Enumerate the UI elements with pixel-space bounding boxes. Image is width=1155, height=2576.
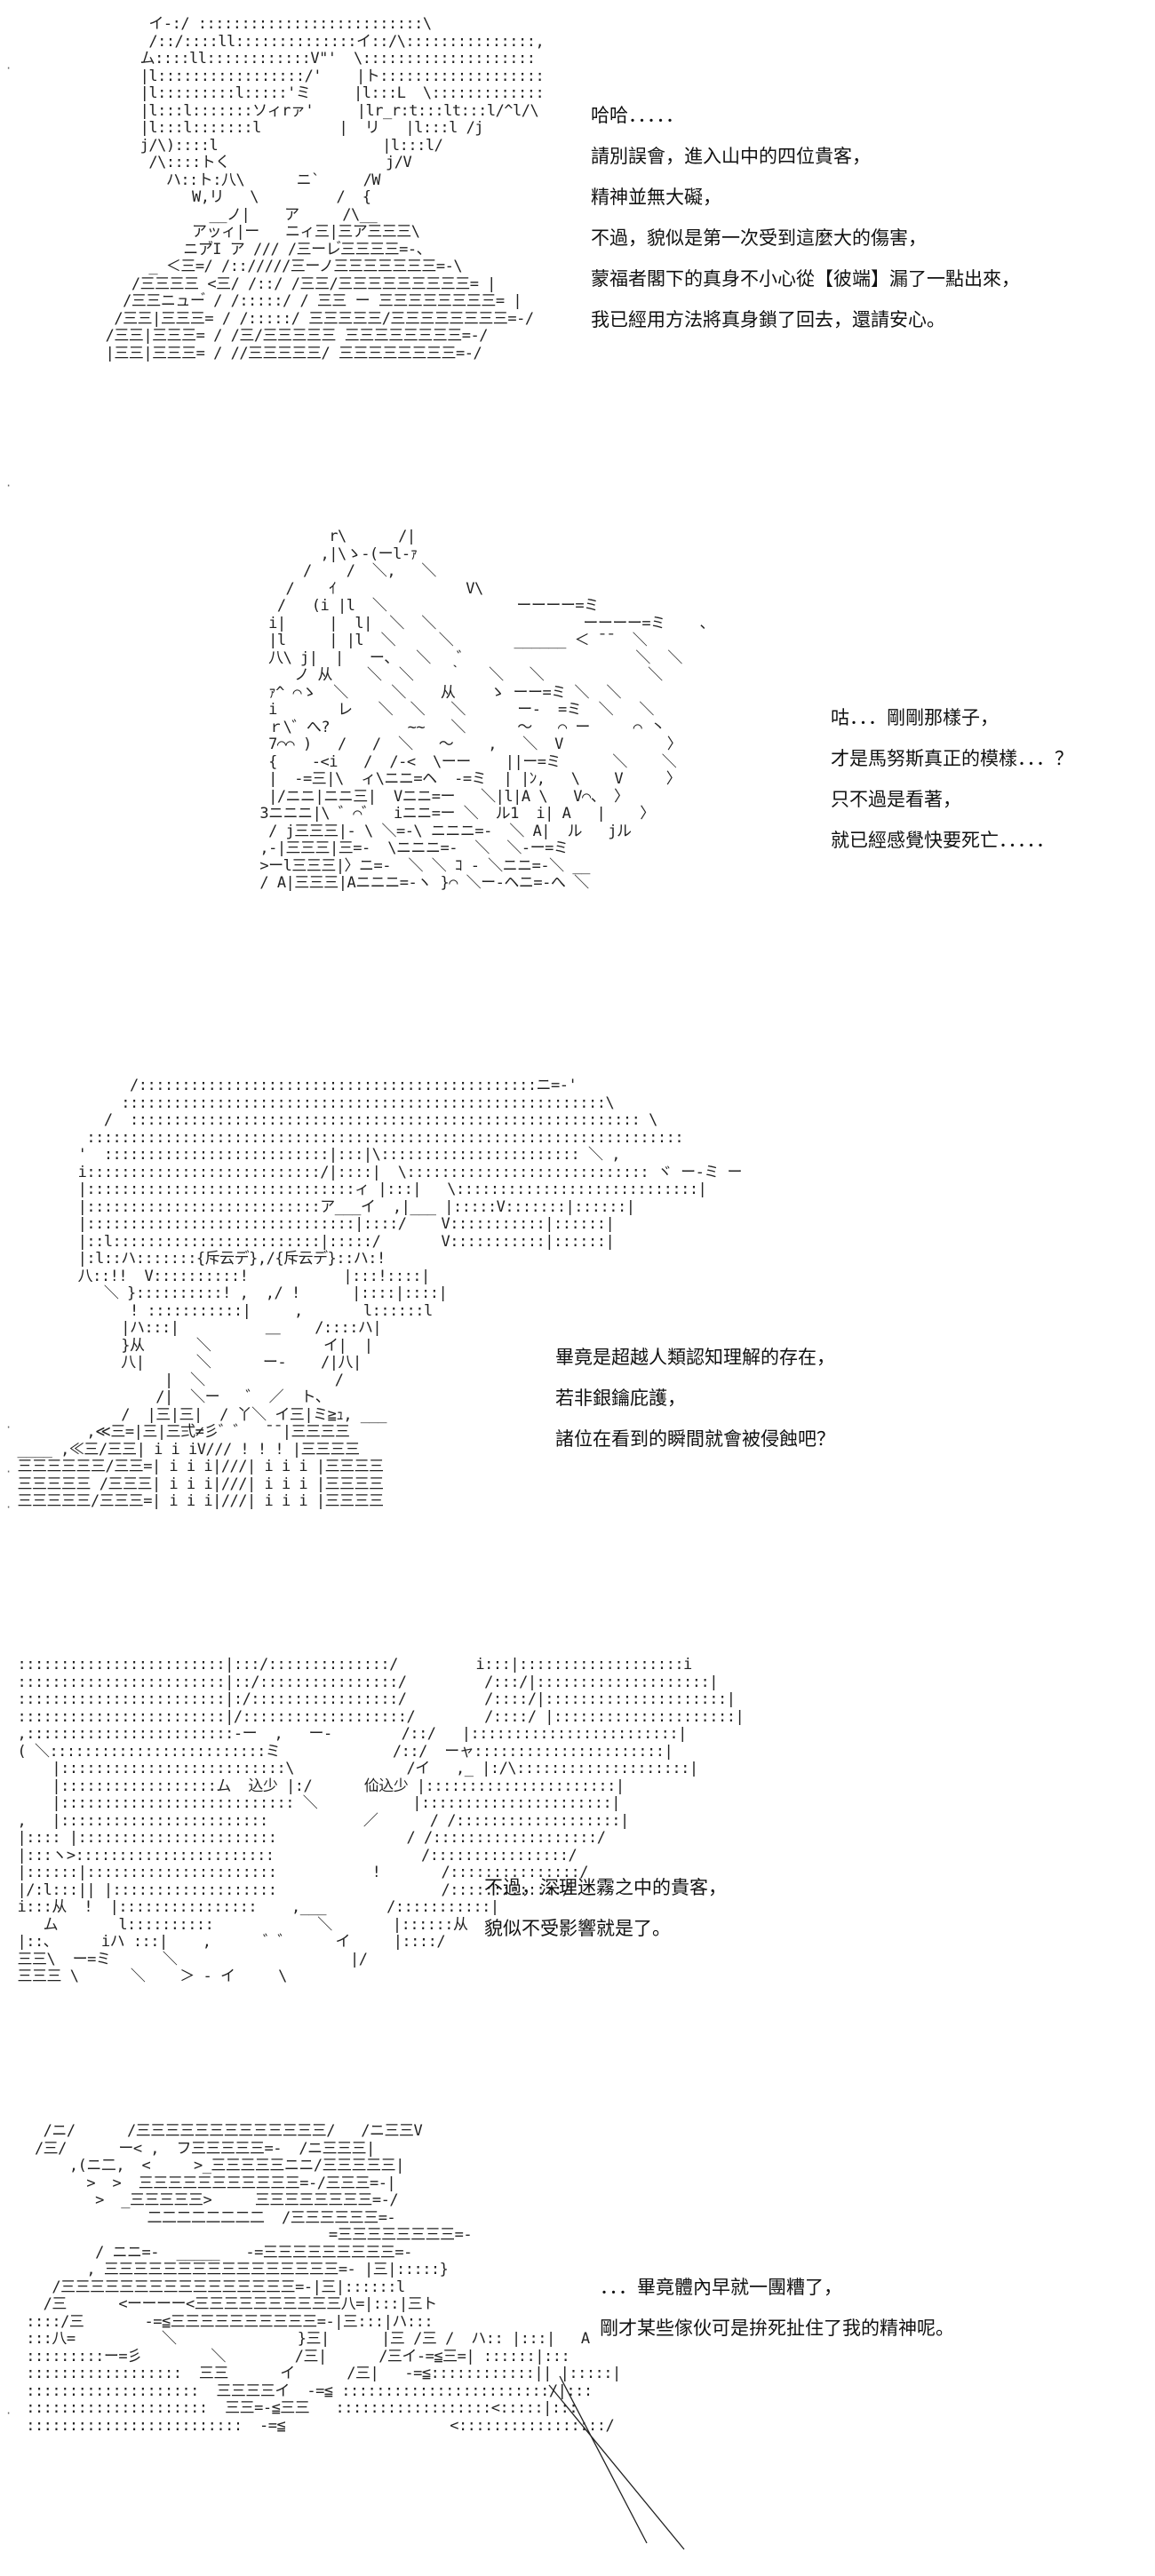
dialogue-line: 不過，深理迷霧之中的貴客， <box>484 1877 727 1898</box>
ascii-art-figure: /ニ/ /三三三三三三三三三三三三三/ /ニ三三V /三/ ー< , フ三三三三… <box>26 2122 621 2435</box>
dialogue-line: 不過，貌似是第一次受到這麼大的傷害， <box>591 227 927 249</box>
dialogue-line: 就已經感覺快要死亡．．．．． <box>831 830 1055 851</box>
panel-3: /:::::::::::::::::::::::::::::::::::::::… <box>0 1044 1155 1648</box>
dialogue-line: 請別誤會，進入山中的四位貴客， <box>591 146 871 167</box>
dialogue-line: 畢竟是超越人類認知理解的存在， <box>555 1347 835 1368</box>
margin-dot: · <box>5 480 12 492</box>
margin-dot: · <box>5 1421 12 1434</box>
dialogue-line: 蒙福者閣下的真身不小心從【彼端】漏了一點出來， <box>591 268 1020 290</box>
dialogue-line: ．．．畢竟體內早就一團糟了， <box>600 2277 842 2298</box>
margin-dot: · <box>5 1466 12 1478</box>
dialogue-text: 咕．．．剛剛那樣子， 才是馬努斯真正的模樣．．．？ 只不過是看著， 就已經感覺快… <box>831 697 1073 861</box>
dialogue-line: 我已經用方法將真身鎖了回去，還請安心。 <box>591 309 945 330</box>
dialogue-line: 若非銀鑰庇護， <box>555 1387 686 1409</box>
dialogue-text: 哈哈．．．．． 請別誤會，進入山中的四位貴客， 精神並無大礙， 不過，貌似是第一… <box>591 95 1020 340</box>
dialogue-text: 畢竟是超越人類認知理解的存在， 若非銀鑰庇護， 諸位在看到的瞬間就會被侵蝕吧？ <box>555 1337 835 1459</box>
dialogue-line: 精神並無大礙， <box>591 187 721 208</box>
ascii-art-figure: r\ /| ,|\ゝ-(ーl-ｧ / / ＼, ＼ / ｲ V\ / (i |l… <box>259 528 715 892</box>
ascii-art-figure: ::::::::::::::::::::::::|:::/:::::::::::… <box>17 1656 745 1985</box>
dialogue-line: 哈哈．．．．． <box>591 105 684 126</box>
dialogue-line: 才是馬努斯真正的模樣．．．？ <box>831 748 1073 769</box>
margin-dot: · <box>5 2407 12 2420</box>
panel-4: ::::::::::::::::::::::::|:::/:::::::::::… <box>0 1648 1155 2101</box>
margin-dot: · <box>5 1501 12 1514</box>
ascii-art-figure: イ-:/ ::::::::::::::::::::::::::\ /::/:::… <box>105 15 545 362</box>
dialogue-line: 貌似不受影響就是了。 <box>484 1918 671 1939</box>
dialogue-line: 只不過是看著， <box>831 789 961 810</box>
dialogue-line: 剛才某些傢伙可是拚死扯住了我的精神呢。 <box>600 2318 954 2339</box>
dialogue-text: 不過，深理迷霧之中的貴客， 貌似不受影響就是了。 <box>484 1867 727 1949</box>
ascii-art-figure: /:::::::::::::::::::::::::::::::::::::::… <box>17 1077 743 1510</box>
panel-5: /ニ/ /三三三三三三三三三三三三三/ /ニ三三V /三/ ー< , フ三三三三… <box>0 2101 1155 2576</box>
dialogue-line: 諸位在看到的瞬間就會被侵蝕吧？ <box>555 1428 835 1450</box>
panel-2: r\ /| ,|\ゝ-(ーl-ｧ / / ＼, ＼ / ｲ V\ / (i |l… <box>0 511 1155 1044</box>
dialogue-line: 咕．．．剛剛那樣子， <box>831 707 999 728</box>
margin-dot: · <box>5 62 12 75</box>
dialogue-text: ．．．畢竟體內早就一團糟了， 剛才某些傢伙可是拚死扯住了我的精神呢。 <box>600 2267 954 2349</box>
speech-tail-lines <box>548 2376 685 2550</box>
panel-1: イ-:/ ::::::::::::::::::::::::::\ /::/:::… <box>0 0 1155 511</box>
